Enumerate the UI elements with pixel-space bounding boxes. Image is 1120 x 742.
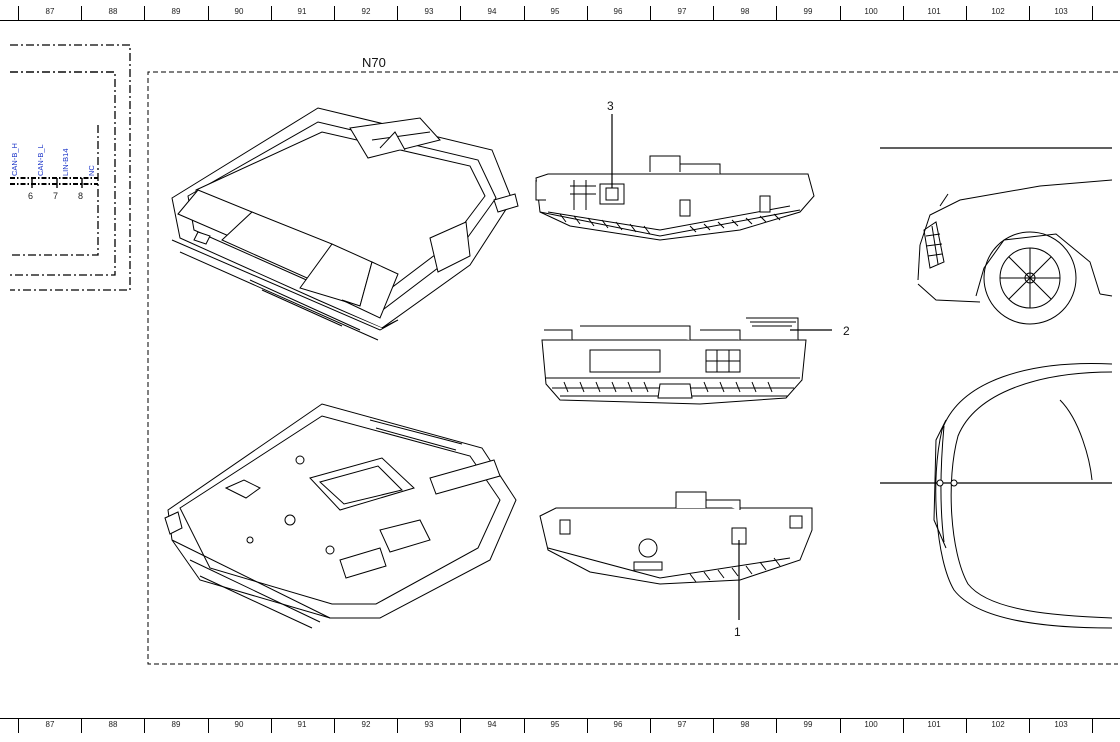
- ruler-tick: [271, 6, 272, 20]
- ruler-tick: [524, 6, 525, 20]
- ruler-tick: [397, 719, 398, 733]
- ruler-column-number: 90: [234, 720, 244, 729]
- ruler-tick: [840, 719, 841, 733]
- signal-label-can-b-l: CAN-B_L: [36, 144, 45, 176]
- ruler-column-number: 87: [45, 720, 55, 729]
- ruler-column-number: 93: [424, 7, 434, 16]
- ruler-tick: [18, 6, 19, 20]
- ruler-column-number: 99: [803, 7, 813, 16]
- ruler-tick: [81, 6, 82, 20]
- ruler-column-number: 98: [740, 720, 750, 729]
- side-view-2-illustration: [541, 317, 807, 405]
- callout-2: 2: [843, 324, 850, 338]
- ruler-column-number: 93: [424, 720, 434, 729]
- ruler-tick: [208, 719, 209, 733]
- car-side-illustration: [917, 179, 1113, 325]
- ruler-tick: [840, 6, 841, 20]
- ruler-tick: [903, 719, 904, 733]
- ruler-column-number: 90: [234, 7, 244, 16]
- ruler-column-number: 95: [550, 7, 560, 16]
- ruler-column-number: 103: [1054, 720, 1068, 729]
- ruler-tick: [713, 6, 714, 20]
- ruler-column-number: 100: [864, 7, 878, 16]
- ruler-tick: [81, 719, 82, 733]
- ruler-tick: [524, 719, 525, 733]
- ruler-tick: [460, 6, 461, 20]
- pin-number-8: 8: [78, 191, 83, 201]
- ruler-tick: [776, 6, 777, 20]
- ruler-column-number: 97: [677, 7, 687, 16]
- ruler-column-number: 92: [361, 7, 371, 16]
- signal-label-nc: NC: [87, 165, 96, 176]
- car-top-illustration: [933, 363, 1113, 629]
- ruler-column-number: 95: [550, 720, 560, 729]
- ruler-column-number: 89: [171, 7, 181, 16]
- ruler-tick: [713, 719, 714, 733]
- ruler-column-number: 88: [108, 7, 118, 16]
- ruler-tick: [903, 6, 904, 20]
- ruler-tick: [18, 719, 19, 733]
- ruler-column-number: 94: [487, 720, 497, 729]
- connector-pins: [10, 177, 98, 185]
- ruler-tick: [271, 719, 272, 733]
- ruler-tick: [460, 719, 461, 733]
- ruler-column-number: 102: [991, 720, 1005, 729]
- ruler-tick: [966, 719, 967, 733]
- side-view-1-illustration: [535, 155, 815, 241]
- ruler-column-number: 101: [927, 720, 941, 729]
- ruler-column-number: 97: [677, 720, 687, 729]
- ruler-tick: [966, 6, 967, 20]
- column-ruler-bottom: 87 88 89 90 91 92 93 94 95 96 97 98 99 100 101 102 103: [0, 718, 1120, 733]
- component-boundary: [147, 71, 1118, 665]
- ruler-column-number: 91: [297, 720, 307, 729]
- ruler-column-number: 102: [991, 7, 1005, 16]
- ruler-column-number: 98: [740, 7, 750, 16]
- ruler-column-number: 88: [108, 720, 118, 729]
- ruler-column-number: 92: [361, 720, 371, 729]
- ruler-tick: [334, 719, 335, 733]
- ruler-tick: [144, 719, 145, 733]
- ruler-column-number: 101: [927, 7, 941, 16]
- ruler-column-number: 103: [1054, 7, 1068, 16]
- pin-number-7: 7: [53, 191, 58, 201]
- ruler-tick: [1092, 6, 1093, 20]
- column-ruler-top: 87 88 89 90 91 92 93 94 95 96 97 98 99 100 101 102 103: [0, 6, 1120, 21]
- callout-3: 3: [607, 99, 614, 113]
- ruler-tick: [397, 6, 398, 20]
- ruler-column-number: 89: [171, 720, 181, 729]
- ruler-column-number: 96: [613, 7, 623, 16]
- ruler-column-number: 100: [864, 720, 878, 729]
- ruler-tick: [1029, 6, 1030, 20]
- signal-label-lin-b14: LIN-B14: [61, 148, 70, 176]
- overhead-panel-bottom-illustration: [164, 403, 517, 629]
- ruler-tick: [776, 719, 777, 733]
- callout-1: 1: [734, 625, 741, 639]
- ruler-tick: [334, 6, 335, 20]
- signal-label-can-b-h: CAN-B_H: [10, 143, 19, 176]
- ruler-column-number: 99: [803, 720, 813, 729]
- connector-frame: [10, 44, 131, 291]
- ruler-column-number: 96: [613, 720, 623, 729]
- pin-number-6: 6: [28, 191, 33, 201]
- ruler-column-number: 94: [487, 7, 497, 16]
- component-label: N70: [362, 55, 386, 70]
- ruler-tick: [587, 719, 588, 733]
- ruler-column-number: 87: [45, 7, 55, 16]
- overhead-panel-top-illustration: [171, 107, 519, 341]
- ruler-tick: [1092, 719, 1093, 733]
- ruler-column-number: 91: [297, 7, 307, 16]
- ruler-tick: [208, 6, 209, 20]
- ruler-tick: [587, 6, 588, 20]
- ruler-tick: [650, 719, 651, 733]
- ruler-tick: [1029, 719, 1030, 733]
- ruler-tick: [650, 6, 651, 20]
- side-view-3-illustration: [539, 491, 813, 585]
- ruler-tick: [144, 6, 145, 20]
